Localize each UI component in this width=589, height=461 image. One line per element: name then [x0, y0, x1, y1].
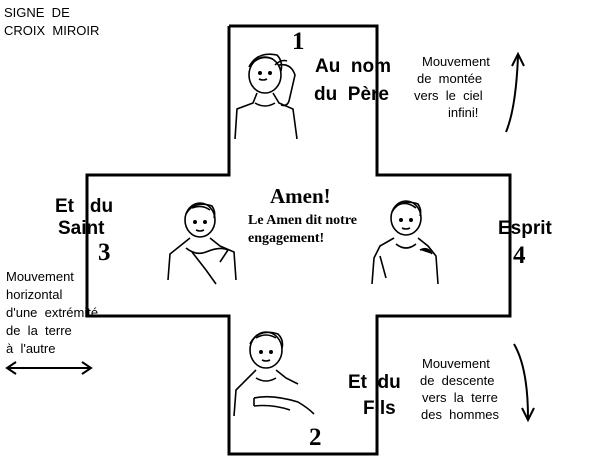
title-line-2: CROIX MIROIR — [4, 23, 100, 38]
ascent-note-line-2: de montée — [417, 71, 483, 86]
ascent-note-line-3: vers le ciel — [414, 88, 483, 103]
descent-note-line-4: des hommes — [421, 407, 500, 422]
figure-right-shoulder-gesture — [371, 200, 439, 285]
double-horizontal-arrow-icon — [5, 361, 93, 375]
horizontal-note-line-5: à l'autre — [6, 341, 56, 356]
horizontal-note-line-1: Mouvement — [6, 269, 74, 284]
title-line-1: SIGNE DE — [4, 5, 70, 20]
amen-note-line-1: Le Amen dit notre — [248, 213, 358, 228]
step-1-label-line-2: du Père — [314, 84, 389, 105]
descent-note-line-1: Mouvement — [422, 356, 490, 371]
figure-chest-gesture — [233, 331, 315, 417]
horizontal-note-line-3: d'une extrémité — [6, 305, 99, 320]
amen-note-line-2: engagement! — [248, 231, 325, 246]
descent-note-line-2: de descente — [420, 373, 495, 388]
step-3-label-line-2: Saint — [58, 218, 105, 239]
figure-left-shoulder-gesture — [167, 202, 237, 285]
step-1-label-line-1: Au nom — [315, 56, 391, 77]
ascent-note-line-4: infini! — [448, 105, 479, 120]
figure-forehead-gesture — [234, 53, 298, 140]
step-number-1: 1 — [292, 28, 305, 55]
step-number-2: 2 — [309, 424, 322, 451]
curved-up-arrow-icon — [505, 51, 525, 133]
step-number-4: 4 — [513, 242, 526, 269]
step-2-label-line-1: Et du — [348, 372, 401, 393]
horizontal-note-line-4: de la terre — [6, 323, 72, 338]
amen-title: Amen! — [270, 184, 331, 208]
step-3-label-line-1: Et du — [55, 196, 114, 217]
horizontal-note-line-2: horizontal — [6, 287, 63, 302]
descent-note-line-3: vers la terre — [422, 390, 498, 405]
step-number-3: 3 — [98, 239, 111, 266]
step-2-label-line-2: Fils — [363, 398, 396, 419]
step-4-label: Esprit — [498, 218, 552, 239]
ascent-note-line-1: Mouvement — [422, 54, 490, 69]
curved-down-arrow-icon — [513, 343, 535, 423]
